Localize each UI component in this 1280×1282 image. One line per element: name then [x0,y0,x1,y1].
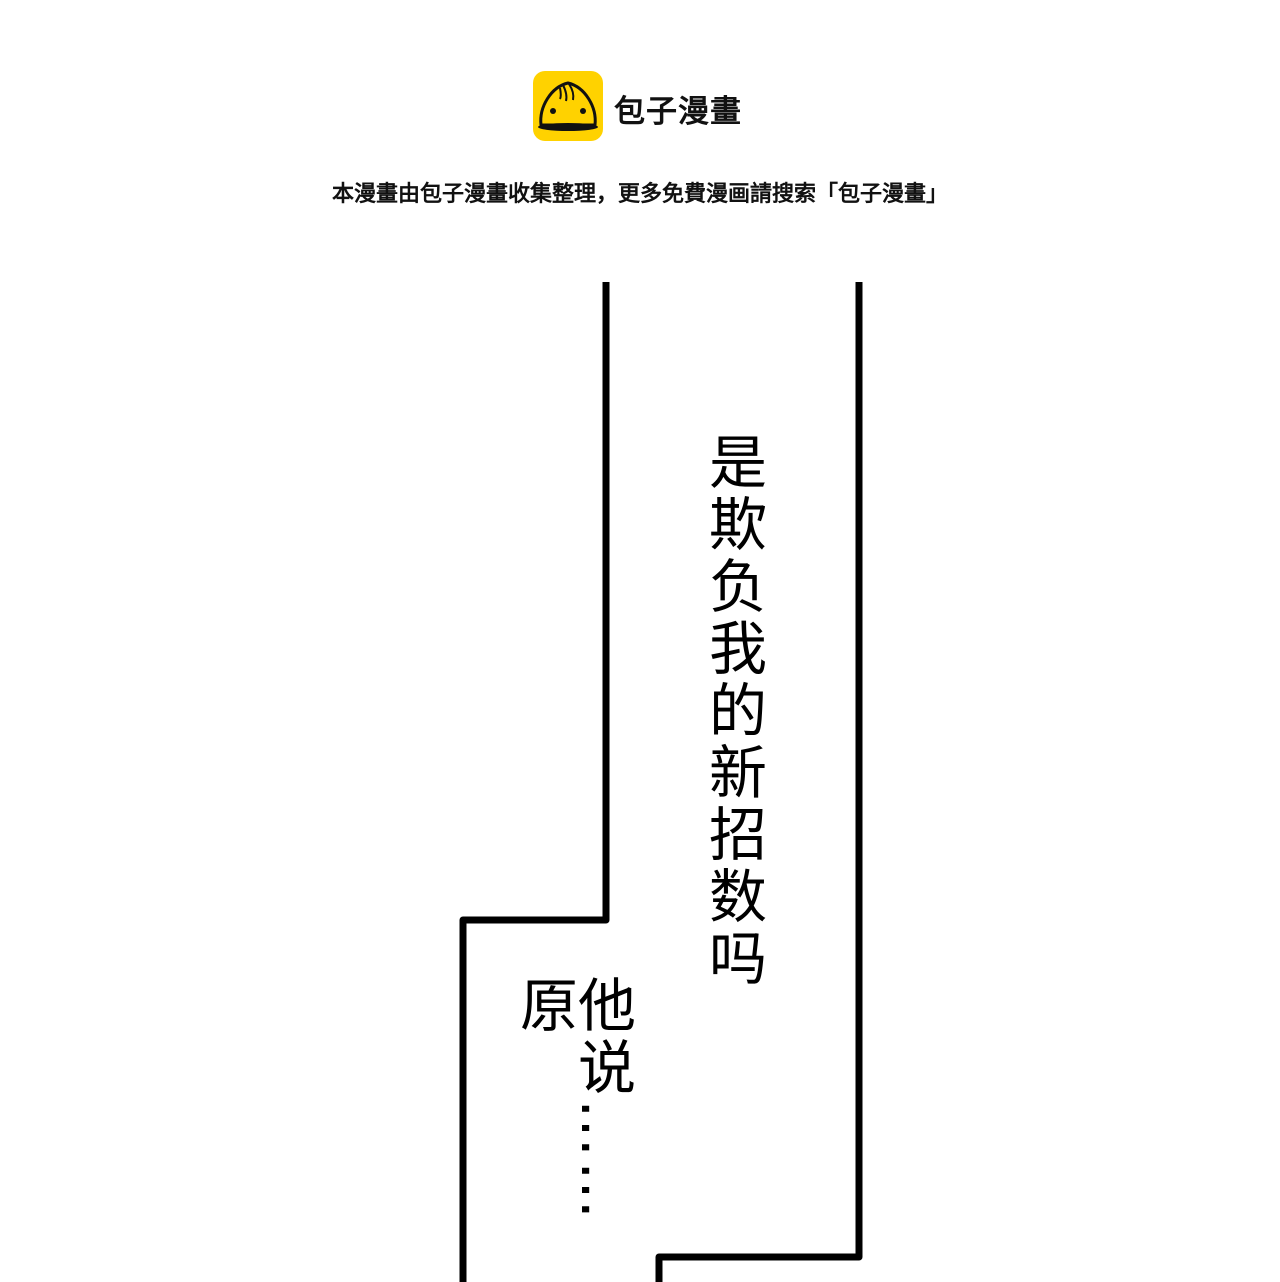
bubble-left-text: 他说……原 [510,975,636,1223]
left-bubble-border [459,282,610,1282]
bubble-right-text: 是欺负我的新招数吗 [699,432,767,990]
source-notice: 本漫畫由包子漫畫收集整理，更多免費漫画請搜索「包子漫畫」 [331,182,948,207]
right-bubble-border [655,282,863,1282]
baozi-logo-icon [533,71,603,141]
brand-name: 包子漫畫 [614,94,742,130]
